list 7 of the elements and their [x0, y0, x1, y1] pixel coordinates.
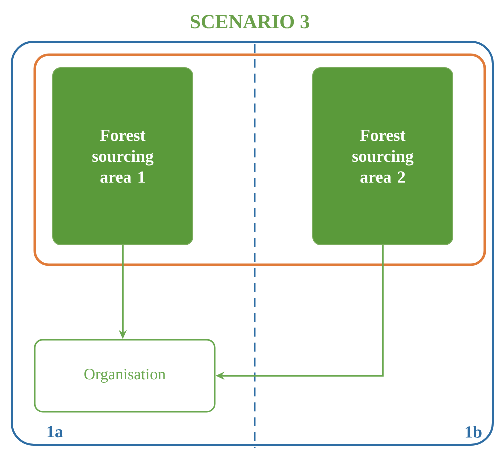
sourcing-group-box: [34, 54, 486, 266]
organisation-box: Organisation: [34, 339, 216, 413]
region-label: 1b: [466, 426, 482, 438]
forest-area-box: Forest sourcing area 2: [312, 68, 454, 246]
scenario-frame: [11, 41, 494, 446]
forest-area-box: Forest sourcing area 1: [52, 68, 194, 246]
title: SCENARIO 3: [191, 15, 310, 29]
